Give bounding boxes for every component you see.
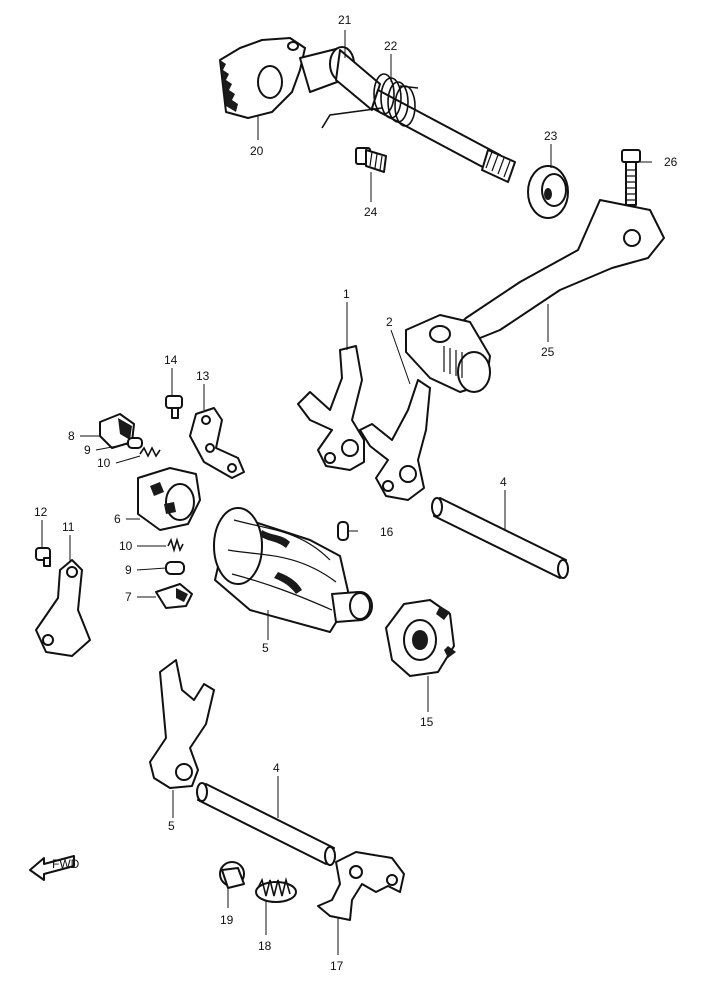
part-9-pin-lower <box>165 561 185 575</box>
part-10-spring-lower <box>167 537 184 553</box>
front-direction-arrow: FWD <box>29 855 80 881</box>
front-direction-label: FWD <box>52 857 80 871</box>
callout-24: 24 <box>364 205 378 219</box>
callout-10-lower: 10 <box>119 539 133 553</box>
callout-7: 7 <box>125 590 132 604</box>
part-11-stopper-lever <box>35 559 91 657</box>
callout-6: 6 <box>114 512 121 526</box>
callout-25: 25 <box>541 345 555 359</box>
callout-22: 22 <box>384 39 398 53</box>
callout-4-lower: 4 <box>273 761 280 775</box>
callout-5-lower: 5 <box>168 819 175 833</box>
part-6-shift-cam <box>137 467 201 531</box>
part-7-guide-plate <box>155 583 193 609</box>
part-22-return-spring <box>321 73 419 129</box>
callout-9-upper: 9 <box>84 443 91 457</box>
part-23-oil-seal <box>527 165 569 219</box>
part-12-bolt <box>35 547 51 567</box>
part-9-pin-upper <box>127 437 143 449</box>
part-26-pedal-bolt <box>621 149 641 206</box>
callout-11: 11 <box>62 520 75 534</box>
callout-14: 14 <box>164 353 178 367</box>
callout-16: 16 <box>380 525 394 539</box>
part-13-stopper-plate <box>189 407 245 479</box>
callout-2: 2 <box>386 315 393 329</box>
part-4-fork-shaft-lower <box>196 782 336 866</box>
part-20-shift-segment <box>219 37 306 119</box>
callout-12: 12 <box>34 505 48 519</box>
callout-4-upper: 4 <box>500 475 507 489</box>
part-21-gearshift-shaft <box>299 46 516 183</box>
callout-18: 18 <box>258 939 272 953</box>
part-19-cap <box>219 861 245 889</box>
callout-numbers: 21 22 23 26 20 24 25 1 2 14 13 8 9 10 6 … <box>34 13 678 973</box>
part-4-fork-shaft-upper <box>431 497 569 579</box>
callout-23: 23 <box>544 129 558 143</box>
part-5-gearshift-cam-drum <box>213 507 373 633</box>
callout-10-upper: 10 <box>97 456 111 470</box>
callout-26: 26 <box>664 155 678 169</box>
callout-9-lower: 9 <box>125 563 132 577</box>
callout-8: 8 <box>68 429 75 443</box>
callout-13: 13 <box>196 369 210 383</box>
part-3-shift-fork <box>149 659 215 789</box>
callout-17: 17 <box>330 959 344 973</box>
callout-21: 21 <box>338 13 352 27</box>
callout-15: 15 <box>420 715 434 729</box>
leader-lines <box>41 30 652 955</box>
part-10-spring-upper <box>139 446 161 458</box>
part-18-spring <box>255 876 297 903</box>
callout-5: 5 <box>262 641 269 655</box>
part-8-cam-guide <box>99 413 135 449</box>
part-24-bolt <box>355 147 387 173</box>
part-17-stopper-lever <box>317 851 405 921</box>
part-2-shift-fork <box>359 379 431 501</box>
callout-19: 19 <box>220 913 234 927</box>
part-14-screw <box>165 395 183 419</box>
part-15-drum-plate <box>385 599 456 677</box>
part-16-pin <box>337 521 349 541</box>
callout-1: 1 <box>343 287 350 301</box>
part-1-shift-fork <box>297 345 365 471</box>
callout-20: 20 <box>250 144 264 158</box>
part-25-gearshift-pedal <box>405 199 665 393</box>
